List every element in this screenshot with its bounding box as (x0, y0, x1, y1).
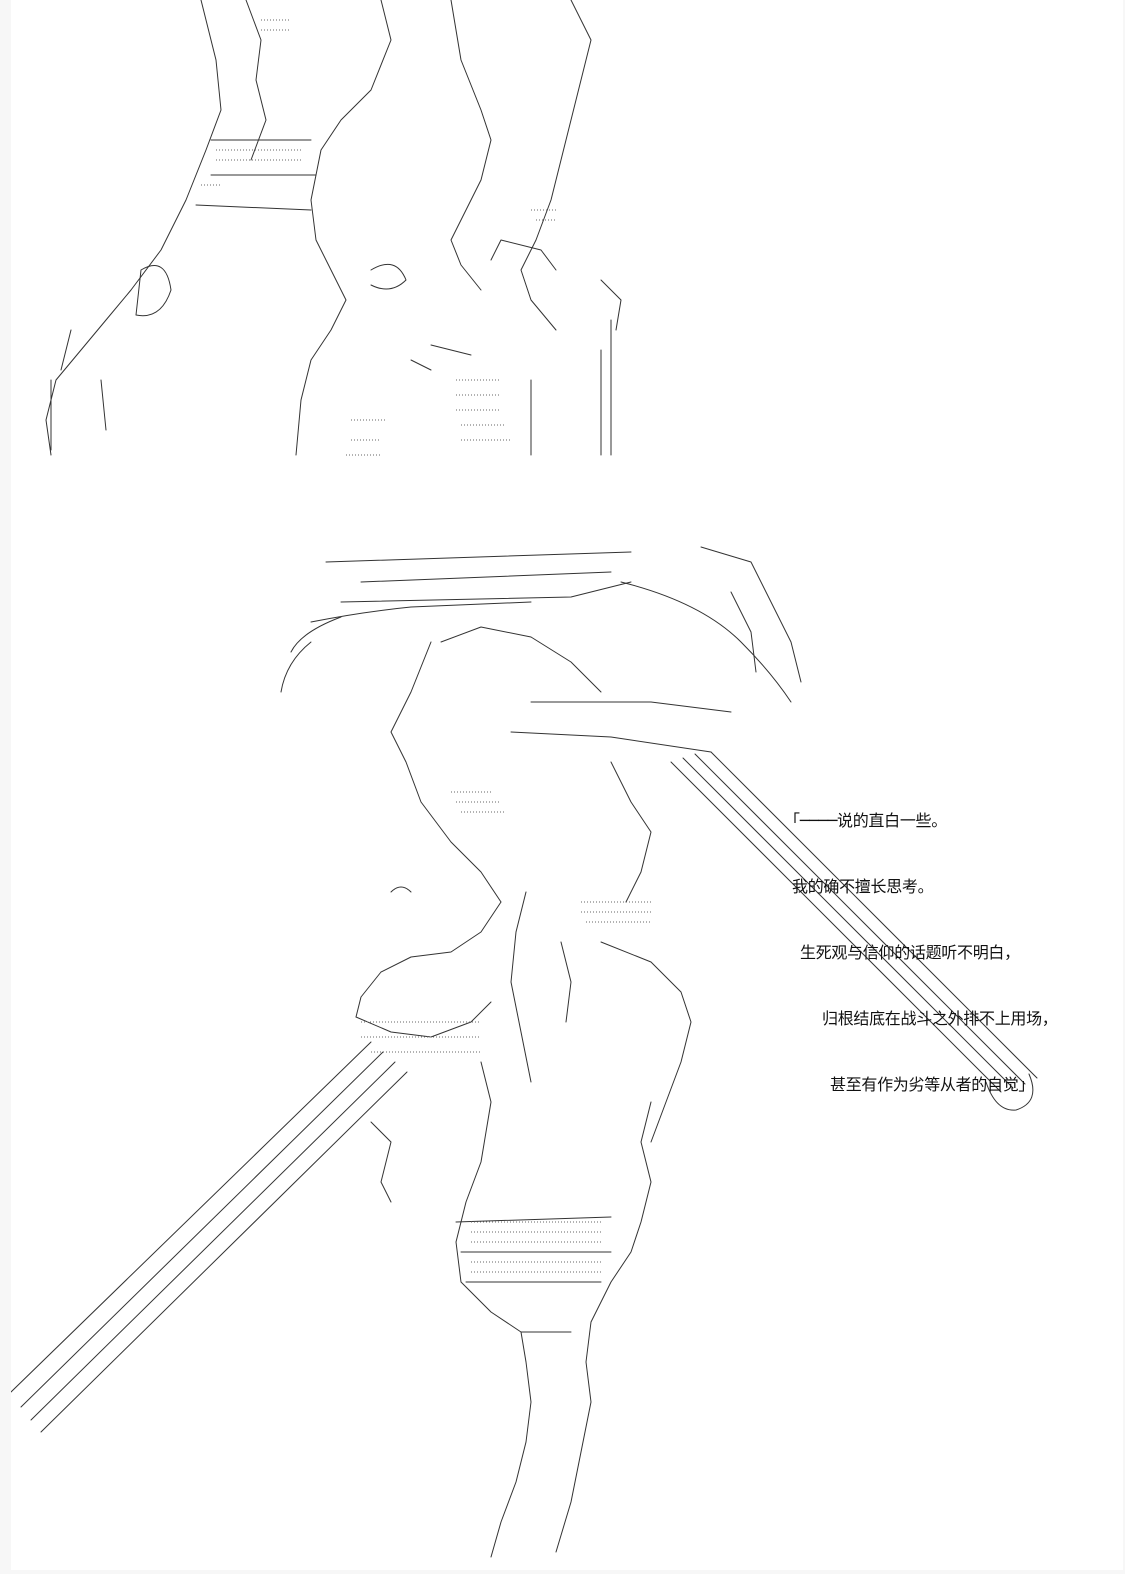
speech-line-2: 我的确不擅长思考。 (792, 877, 934, 896)
figure-legs (370, 1061, 652, 1558)
top-panel (11, 0, 1123, 462)
figure-head-torso (355, 626, 692, 1143)
figure-shading (361, 791, 651, 1273)
bottom-ascii-art-figure (10, 546, 1038, 1558)
speech-line-5: 甚至有作为劣等从者的自觉」 (830, 1075, 1035, 1094)
bottom-panel (10, 462, 1123, 1570)
lance-right (670, 751, 1038, 1111)
lance-left (10, 1041, 408, 1433)
left-figure-shading (201, 19, 301, 186)
speech-line-4: 归根结底在战斗之外排不上用场， (822, 1009, 1058, 1028)
speech-text: 「────说的直白一些。 我的确不擅长思考。 生死观与信仰的话题听不明白， 归根… (784, 766, 1114, 1140)
top-ascii-art-figure (45, 0, 622, 456)
left-figure-arm (45, 0, 317, 456)
speech-line-1: 「────说的直白一些。 (784, 811, 947, 830)
speech-line-3: 生死观与信仰的话题听不明白， (800, 943, 1020, 962)
right-figure-body (295, 0, 622, 456)
flowing-hair (280, 546, 802, 753)
right-figure-shading (346, 209, 556, 456)
